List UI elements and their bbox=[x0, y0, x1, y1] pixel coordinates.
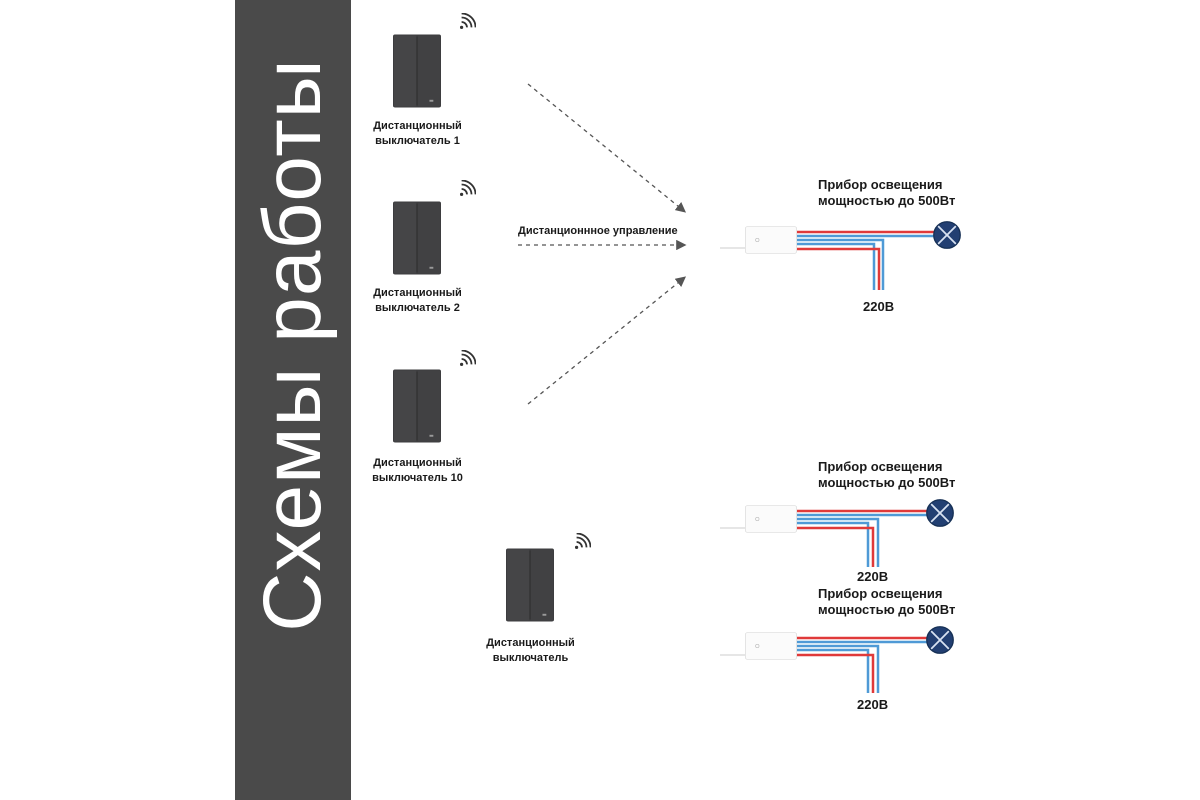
voltage-label-2: 220В bbox=[857, 569, 889, 584]
remote-control-caption: Дистанционнное управление bbox=[518, 225, 678, 237]
lamp-label-3: Прибор освещения мощностью до 500Вт bbox=[818, 586, 955, 618]
relay-module-icon bbox=[745, 632, 797, 660]
circuit-2 bbox=[720, 498, 955, 567]
switch-label-line: Дистанционный bbox=[486, 637, 575, 649]
lamp-label-2: Прибор освещения мощностью до 500Вт bbox=[818, 459, 955, 491]
switch-label-line: Дистанционный bbox=[373, 287, 462, 299]
signal-arrow bbox=[527, 276, 687, 405]
lamp-label-line: Прибор освещения bbox=[818, 177, 943, 192]
switch-label-1: Дистанционный выключатель 1 bbox=[355, 119, 480, 149]
switch-label-single: Дистанционный выключатель bbox=[468, 636, 593, 666]
relay-module-icon bbox=[745, 505, 797, 533]
switch-panel-icon bbox=[393, 34, 441, 108]
lamp-label-line: Прибор освещения bbox=[818, 586, 943, 601]
switch-label-line: выключатель bbox=[492, 652, 569, 664]
relay-module-icon bbox=[745, 226, 797, 254]
lamp-label-line: мощностью до 500Вт bbox=[818, 475, 956, 490]
lamp-label-line: Прибор освещения bbox=[818, 459, 943, 474]
switch-panel-icon bbox=[506, 548, 554, 622]
wifi-signal-icon bbox=[574, 533, 591, 550]
circuit-1 bbox=[720, 220, 962, 290]
switch-label-2: Дистанционный выключатель 2 bbox=[355, 286, 480, 316]
wifi-signal-icon bbox=[459, 13, 476, 30]
wifi-signal-icon bbox=[459, 180, 476, 197]
lamp-icon bbox=[932, 220, 962, 250]
switch-label-line: выключатель 1 bbox=[375, 135, 460, 147]
lamp-label-line: мощностью до 500Вт bbox=[818, 602, 956, 617]
switch-label-line: выключатель 10 bbox=[372, 472, 463, 484]
wifi-signal-icon bbox=[459, 350, 476, 367]
side-banner bbox=[235, 0, 351, 800]
lamp-label-line: мощностью до 500Вт bbox=[818, 193, 956, 208]
switch-panel-icon bbox=[393, 201, 441, 275]
switch-label-10: Дистанционный выключатель 10 bbox=[355, 456, 480, 486]
lamp-label-1: Прибор освещения мощностью до 500Вт bbox=[818, 177, 955, 209]
voltage-label-1: 220В bbox=[863, 299, 895, 314]
switch-panel-icon bbox=[393, 369, 441, 443]
switch-label-line: Дистанционный bbox=[373, 457, 462, 469]
switch-label-line: выключатель 2 bbox=[375, 302, 460, 314]
lamp-icon bbox=[925, 625, 955, 655]
switch-label-line: Дистанционный bbox=[373, 120, 462, 132]
circuit-3 bbox=[720, 625, 955, 693]
voltage-label-3: 220В bbox=[857, 697, 889, 712]
signal-arrow bbox=[527, 83, 687, 213]
lamp-icon bbox=[925, 498, 955, 528]
